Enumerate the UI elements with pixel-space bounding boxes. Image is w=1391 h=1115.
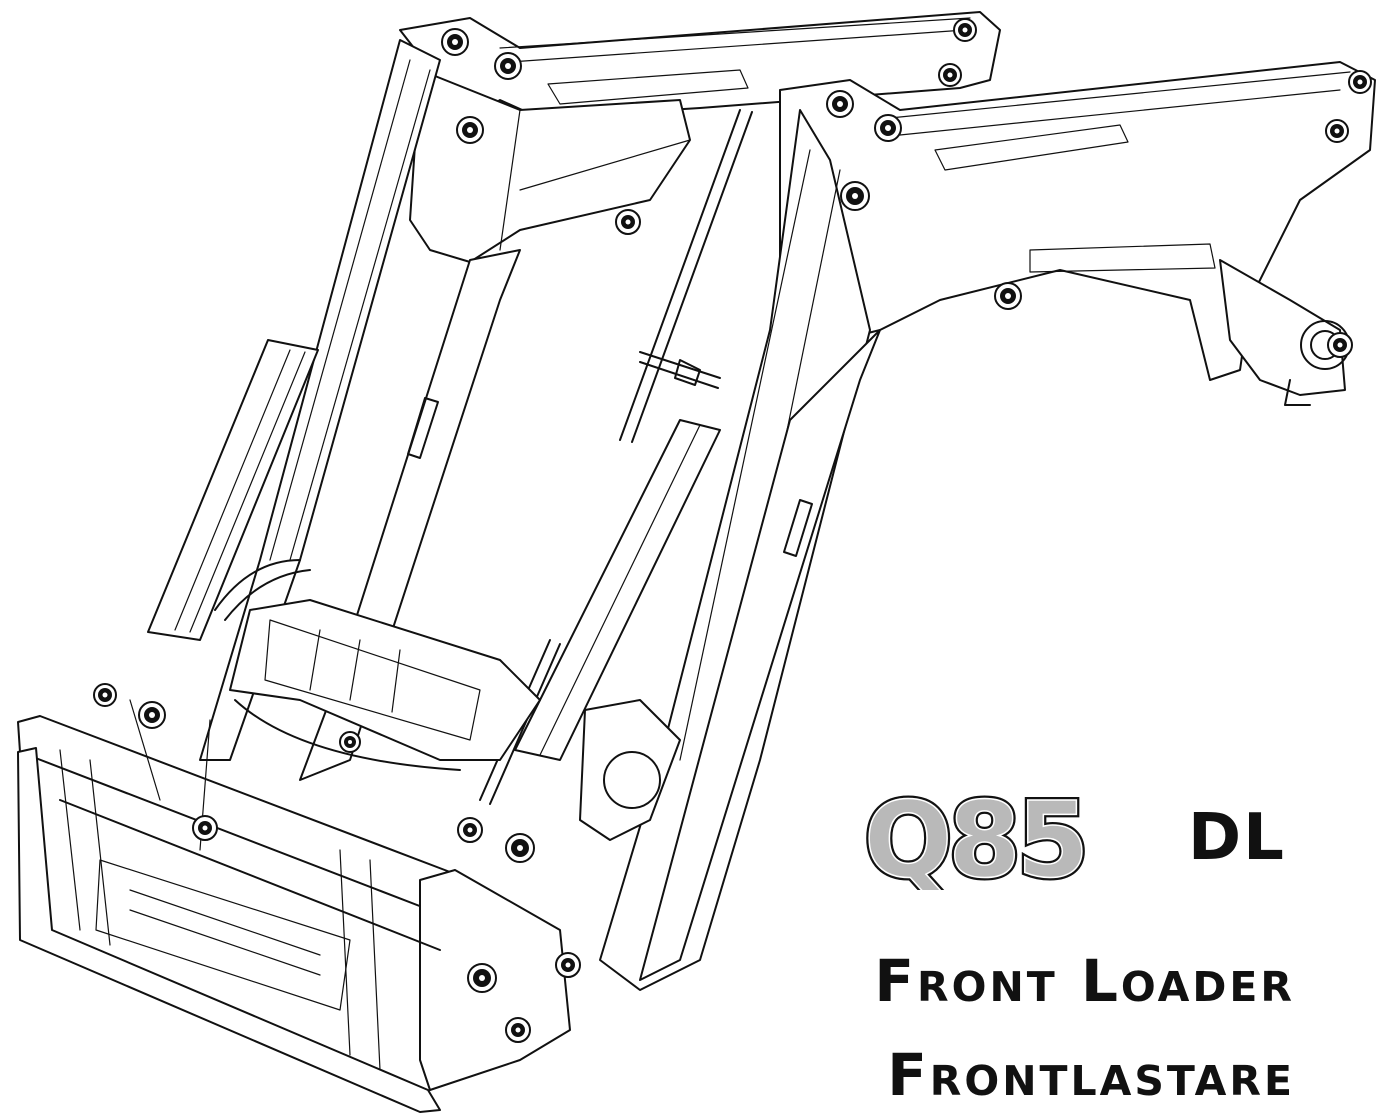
bolt	[1326, 120, 1348, 142]
bolt	[495, 53, 521, 79]
bolt	[468, 964, 496, 992]
bolt	[442, 29, 468, 55]
cross-member	[230, 600, 540, 770]
bolt	[458, 818, 482, 842]
bolt	[995, 283, 1021, 309]
model-suffix: DL	[1188, 801, 1286, 875]
svg-text:Q85: Q85	[864, 780, 1085, 890]
right-lift-arm	[580, 62, 1375, 990]
bolt	[1328, 333, 1352, 357]
bolt	[506, 834, 534, 862]
bolt	[939, 64, 961, 86]
bolt	[616, 210, 640, 234]
title-english: Front Loader	[874, 947, 1295, 1015]
bolt	[556, 953, 580, 977]
bolt	[457, 117, 483, 143]
bolt	[875, 115, 901, 141]
bolt	[827, 91, 853, 117]
bolt	[139, 702, 165, 728]
model-logo: Q85 Q85	[862, 780, 1092, 890]
title-swedish: Frontlastare	[887, 1041, 1295, 1109]
bolt	[954, 19, 976, 41]
bolt	[94, 684, 116, 706]
bolt	[193, 816, 217, 840]
bolt	[340, 732, 360, 752]
tool-carrier-frame	[18, 700, 570, 1112]
bolt	[841, 182, 869, 210]
pivot-bolts	[94, 19, 1371, 1042]
hose-clamps	[215, 352, 812, 620]
model-name: Q85	[864, 780, 1085, 890]
bolt	[1349, 71, 1371, 93]
bolt	[506, 1018, 530, 1042]
hydraulic-cylinders	[148, 110, 752, 804]
